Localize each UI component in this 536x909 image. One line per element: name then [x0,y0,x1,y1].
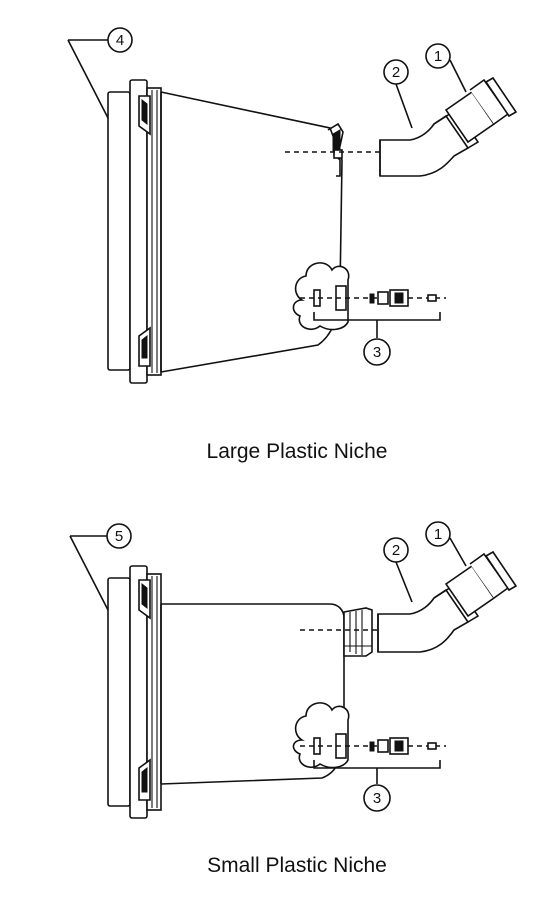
callout-5: 5 [69,523,132,611]
large-straight-fitting [444,76,518,144]
small-niche-caption: Small Plastic Niche [207,854,387,877]
svg-text:5: 5 [115,528,123,545]
small-hardware-cloud [292,702,350,769]
svg-text:3: 3 [373,790,381,807]
callout-3-large: 3 [363,338,391,366]
large-hardware-row [300,289,446,338]
small-niche-figure: 5 2 1 3 Small Plastic Niche [69,521,518,877]
large-niche-face-ring [107,79,162,384]
callout-2-large: 2 [383,59,413,129]
svg-text:4: 4 [116,32,124,49]
callout-4: 4 [67,27,133,119]
small-niche-rear-port [343,607,373,657]
svg-text:3: 3 [373,344,381,361]
small-niche-face-ring [107,565,162,819]
callout-2-small: 2 [383,537,413,603]
callout-3-small: 3 [363,784,391,812]
callout-1-large: 1 [425,43,467,93]
svg-text:2: 2 [392,542,400,559]
small-hardware-row [300,737,446,784]
large-niche-body [160,91,343,373]
callout-1-small: 1 [425,521,467,567]
svg-text:1: 1 [434,526,442,543]
small-straight-fitting [444,550,518,618]
svg-text:2: 2 [392,64,400,81]
large-niche-figure: 4 2 1 3 Large Plastic Niche [67,27,518,463]
large-niche-caption: Large Plastic Niche [207,440,388,463]
svg-text:1: 1 [434,48,442,65]
small-niche-body [160,603,345,785]
large-niche-rear-port [327,122,344,177]
